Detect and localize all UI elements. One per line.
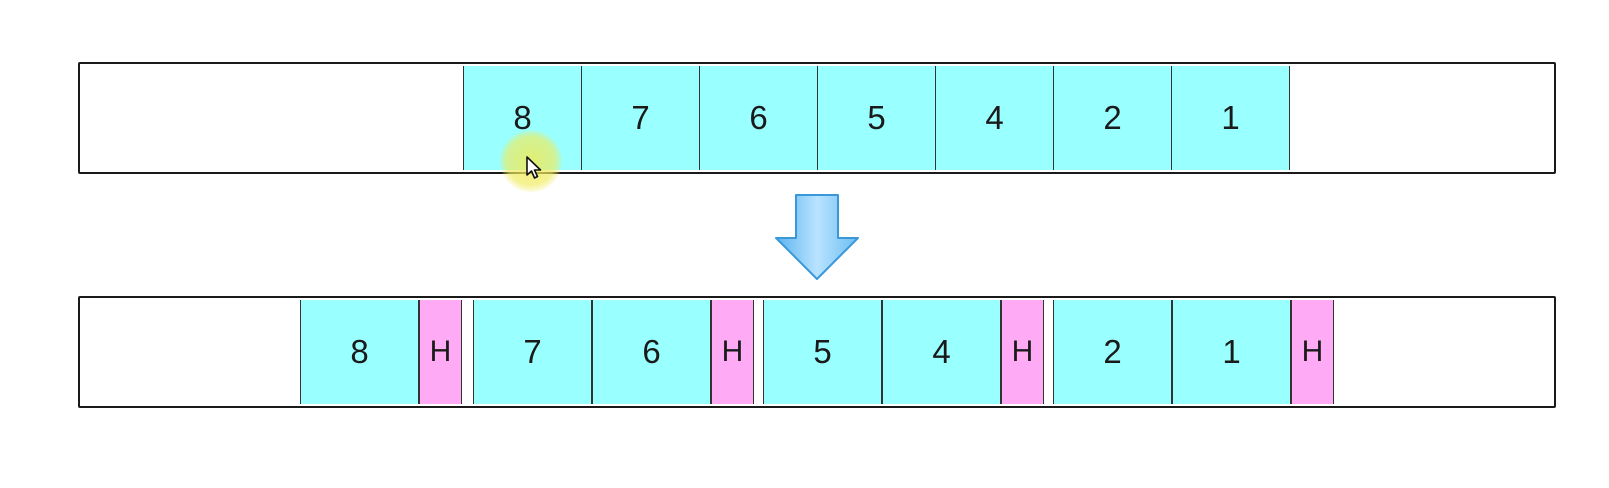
down-arrow-icon xyxy=(775,194,859,280)
data-block: 8 xyxy=(300,300,419,404)
data-block: 4 xyxy=(935,66,1054,170)
data-block: 1 xyxy=(1172,300,1291,404)
data-block: 2 xyxy=(1053,300,1172,404)
header-block: H xyxy=(1291,300,1334,404)
data-block: 2 xyxy=(1053,66,1172,170)
data-block: 7 xyxy=(473,300,592,404)
header-block: H xyxy=(419,300,462,404)
data-block: 7 xyxy=(581,66,700,170)
header-block: H xyxy=(711,300,754,404)
data-block: 5 xyxy=(817,66,936,170)
data-block: 5 xyxy=(763,300,882,404)
data-block: 4 xyxy=(882,300,1001,404)
mouse-pointer-icon xyxy=(526,156,542,179)
data-block: 1 xyxy=(1171,66,1290,170)
data-block: 6 xyxy=(592,300,711,404)
header-block: H xyxy=(1001,300,1044,404)
data-block: 6 xyxy=(699,66,818,170)
